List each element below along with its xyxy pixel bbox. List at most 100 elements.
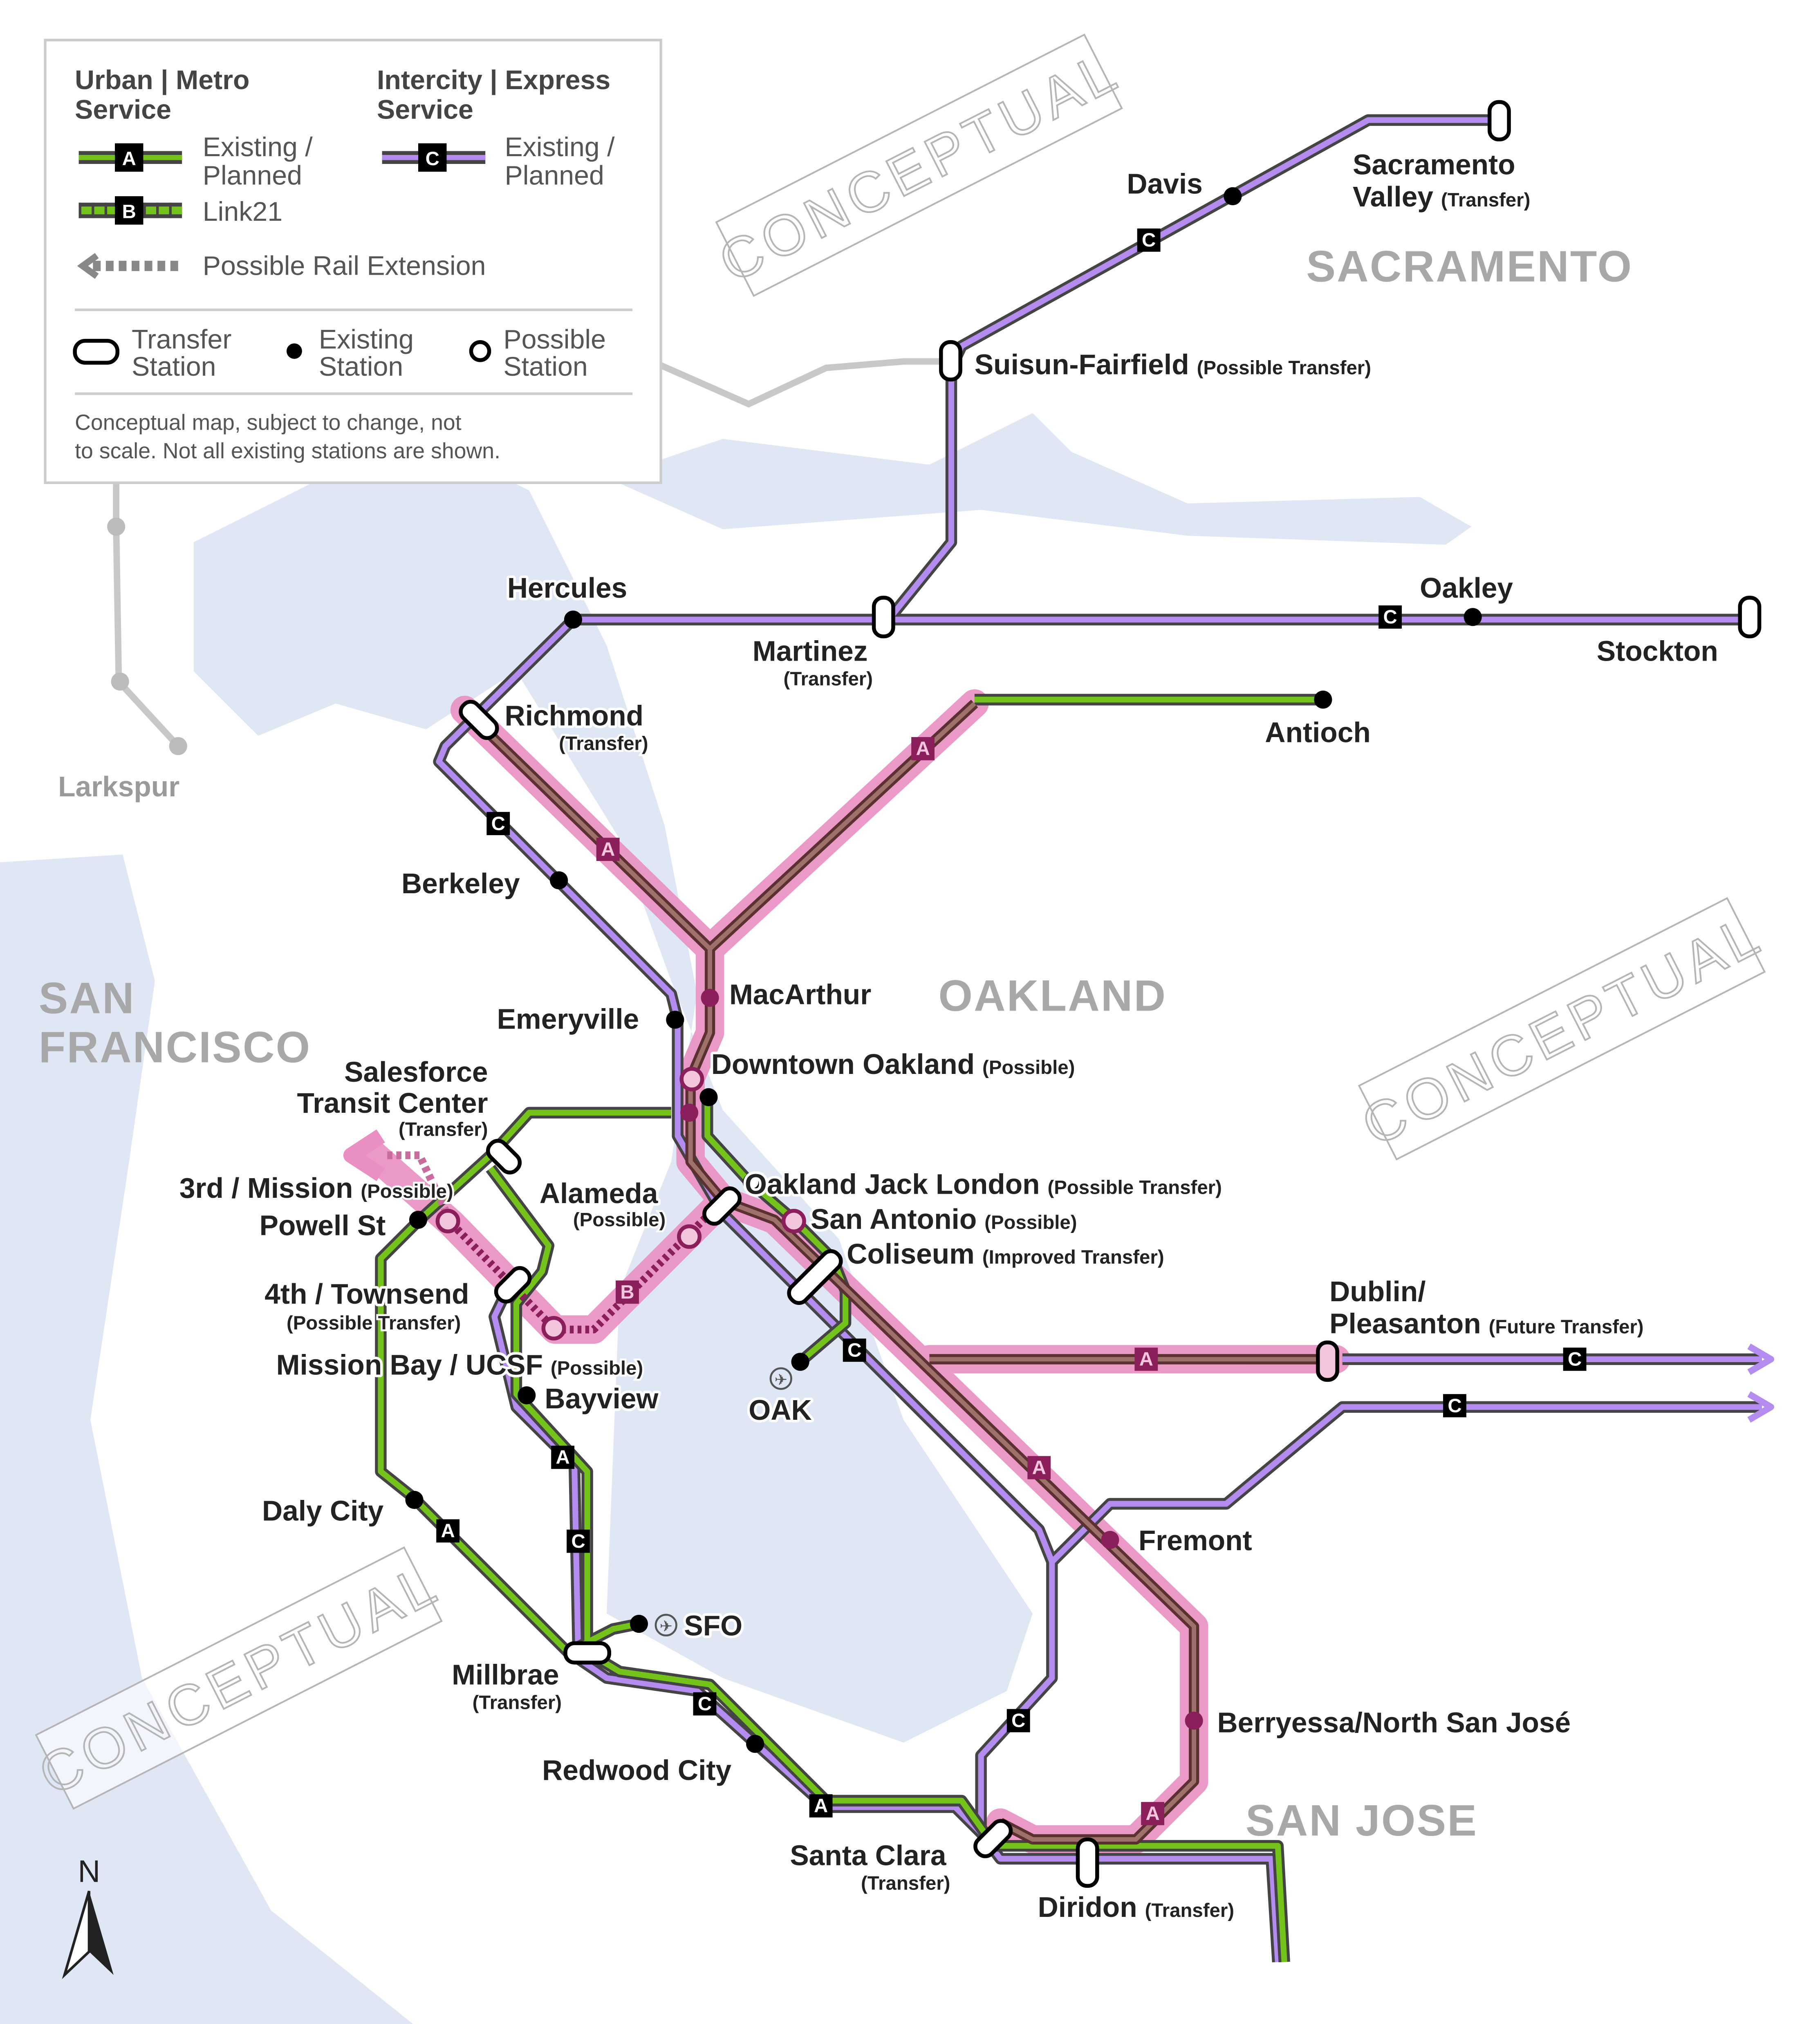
label-davis: Davis — [1127, 168, 1202, 200]
svg-text:A: A — [1145, 1803, 1159, 1825]
label-redwood-city: Redwood City — [542, 1754, 731, 1786]
legend-extension: Possible Rail Extension — [203, 251, 486, 281]
possible-station-icon — [469, 340, 491, 362]
badge-a-link21: A — [1141, 1802, 1165, 1825]
label-richmond-note: (Transfer) — [559, 733, 648, 755]
svg-text:A: A — [601, 838, 615, 860]
badge-c: C — [1006, 1709, 1030, 1733]
label-hercules: Hercules — [507, 572, 627, 604]
watermark: CONCEPTUAL — [708, 34, 1131, 297]
svg-text:C: C — [491, 813, 505, 834]
label-dublin: Dublin/ — [1329, 1275, 1426, 1307]
legend-note-2: to scale. Not all existing stations are … — [75, 439, 500, 463]
possible-stations — [435, 1067, 806, 1341]
airport-icon: ✈ — [774, 1372, 787, 1389]
badge-a-link21: A — [911, 737, 935, 760]
svg-text:A: A — [556, 1447, 570, 1468]
region-sf-2: FRANCISCO — [39, 1023, 312, 1072]
svg-text:C: C — [698, 1693, 712, 1715]
label-bayview: Bayview — [545, 1383, 659, 1414]
larkspur-line — [113, 358, 952, 749]
north-arrow: N — [62, 1854, 114, 1979]
svg-text:C: C — [571, 1531, 585, 1552]
label-mission-bay: Mission Bay / UCSF(Possible) — [276, 1349, 643, 1381]
label-sacramento-2: Valley(Transfer) — [1353, 181, 1530, 213]
badge-c: C — [693, 1692, 717, 1716]
label-diridon: Diridon(Transfer) — [1038, 1891, 1234, 1923]
label-antioch: Antioch — [1265, 717, 1370, 749]
badge-c: C — [567, 1529, 590, 1553]
badge-c: C — [843, 1338, 866, 1362]
airport-icon — [654, 1614, 677, 1636]
north-label: N — [78, 1854, 101, 1889]
label-salesforce: Salesforce — [344, 1056, 488, 1088]
label-sacramento: Sacramento — [1353, 148, 1515, 180]
label-martinez: Martinez — [753, 635, 868, 667]
label-4th-townsend-note: (Possible Transfer) — [287, 1312, 461, 1334]
legend-existing-planned-2: Planned — [203, 161, 302, 191]
region-san-jose: SAN JOSE — [1246, 1796, 1478, 1845]
svg-text:B: B — [620, 1281, 634, 1303]
svg-text:A: A — [441, 1520, 455, 1542]
svg-text:A: A — [916, 738, 930, 760]
label-coliseum: Coliseum(Improved Transfer) — [847, 1238, 1164, 1270]
label-santa-clara: Santa Clara — [790, 1840, 947, 1872]
legend-intercity-title: Intercity | Express — [377, 65, 610, 96]
label-san-antonio: San Antonio(Possible) — [811, 1203, 1077, 1235]
region-sacramento: SACRAMENTO — [1306, 242, 1633, 291]
svg-text:A: A — [122, 148, 136, 170]
svg-text:C: C — [847, 1340, 861, 1361]
legend-urban-title: Urban | Metro — [75, 65, 249, 96]
svg-text:A: A — [1032, 1457, 1046, 1479]
svg-text:C: C — [1383, 606, 1397, 628]
legend-existing-planned-c: Existing / — [505, 132, 615, 162]
label-salesforce-note: (Transfer) — [399, 1119, 488, 1141]
label-alameda-note: (Possible) — [573, 1209, 666, 1231]
watermark: CONCEPTUAL — [1351, 897, 1773, 1161]
label-4th-townsend: 4th / Townsend — [264, 1278, 469, 1310]
existing-stations — [405, 187, 1482, 1753]
legend-existing-planned: Existing / — [203, 132, 313, 162]
label-3rd-mission: 3rd / Mission(Possible) — [179, 1172, 453, 1204]
label-emeryville: Emeryville — [497, 1003, 639, 1035]
badge-c: C — [1443, 1394, 1466, 1417]
legend-intercity-title-2: Service — [377, 95, 473, 125]
transfer-stations — [459, 100, 1762, 1888]
badge-b-link21: B — [616, 1280, 639, 1304]
label-salesforce-2: Transit Center — [297, 1087, 488, 1119]
label-suisun: Suisun-Fairfield(Possible Transfer) — [975, 349, 1371, 381]
svg-text:CONCEPTUAL: CONCEPTUAL — [1352, 902, 1773, 1158]
legend-note: Conceptual map, subject to change, not — [75, 410, 462, 435]
badge-a-link21: A — [1027, 1456, 1051, 1479]
legend-possible-2: Station — [503, 352, 587, 382]
link21-stations — [680, 988, 1203, 1730]
badge-c: C — [1563, 1347, 1587, 1371]
svg-text:CONCEPTUAL: CONCEPTUAL — [709, 38, 1130, 294]
label-downtown-oakland: Downtown Oakland(Possible) — [711, 1048, 1075, 1080]
label-oakley: Oakley — [1420, 572, 1513, 604]
label-fremont: Fremont — [1139, 1524, 1252, 1556]
svg-text:C: C — [1568, 1349, 1582, 1370]
badge-c: C — [1137, 228, 1161, 252]
label-berkeley: Berkeley — [401, 867, 520, 899]
label-stockton: Stockton — [1597, 635, 1718, 667]
airport-icon — [769, 1367, 792, 1390]
label-powell: Powell St — [260, 1210, 386, 1242]
existing-station-icon — [286, 343, 302, 359]
label-jack-london: Oakland Jack London(Possible Transfer) — [745, 1168, 1222, 1200]
badge-a-link21: A — [596, 838, 620, 861]
line-badges: C C C C C C C C C A A A A A A A A B — [436, 228, 1587, 1825]
svg-text:A: A — [1139, 1349, 1153, 1370]
region-sf: SAN — [39, 974, 135, 1023]
label-sfo: SFO — [684, 1610, 742, 1642]
legend-existing-2: Station — [319, 352, 403, 382]
svg-text:B: B — [122, 201, 136, 223]
label-millbrae: Millbrae — [452, 1659, 559, 1691]
badge-a: A — [551, 1446, 575, 1469]
label-martinez-note: (Transfer) — [784, 668, 873, 690]
label-oak: OAK — [749, 1394, 811, 1426]
legend-urban-title-2: Service — [75, 95, 171, 125]
legend-possible: Possible — [503, 325, 606, 355]
badge-c: C — [1378, 605, 1402, 629]
